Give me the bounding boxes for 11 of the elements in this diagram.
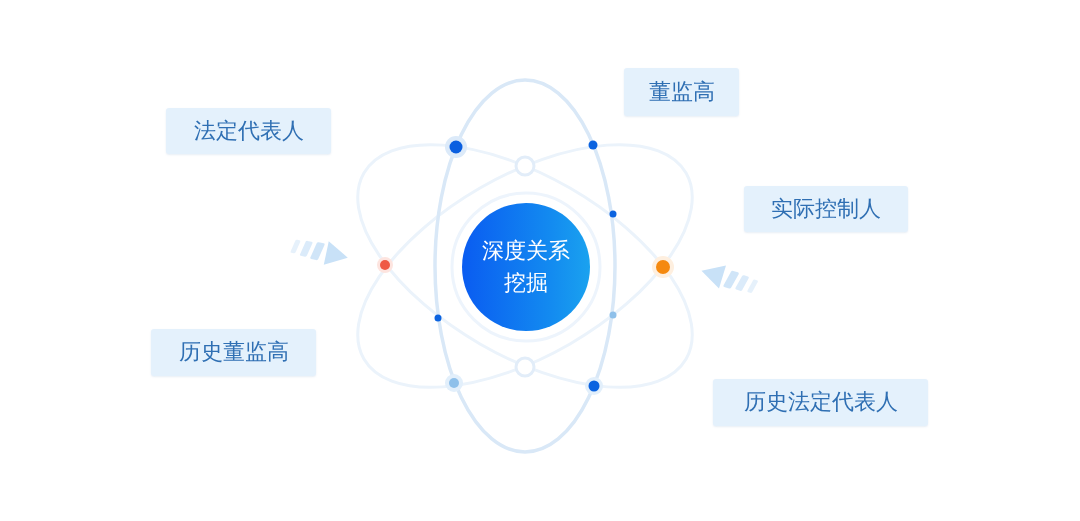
label-tag — [624, 68, 739, 116]
node-label: 法定代表人 — [193, 117, 304, 145]
node-label: 董监高 — [648, 78, 715, 106]
node-label: 历史董监高 — [178, 339, 289, 366]
label-tag — [713, 379, 928, 426]
node-label: 实际控制人 — [771, 195, 881, 223]
node-label: 深度关系挖掘 — [481, 237, 571, 297]
label-tag — [151, 329, 316, 376]
label-tag — [166, 108, 331, 154]
label-tag — [744, 186, 908, 232]
node-label: 历史法定代表人 — [743, 389, 898, 416]
